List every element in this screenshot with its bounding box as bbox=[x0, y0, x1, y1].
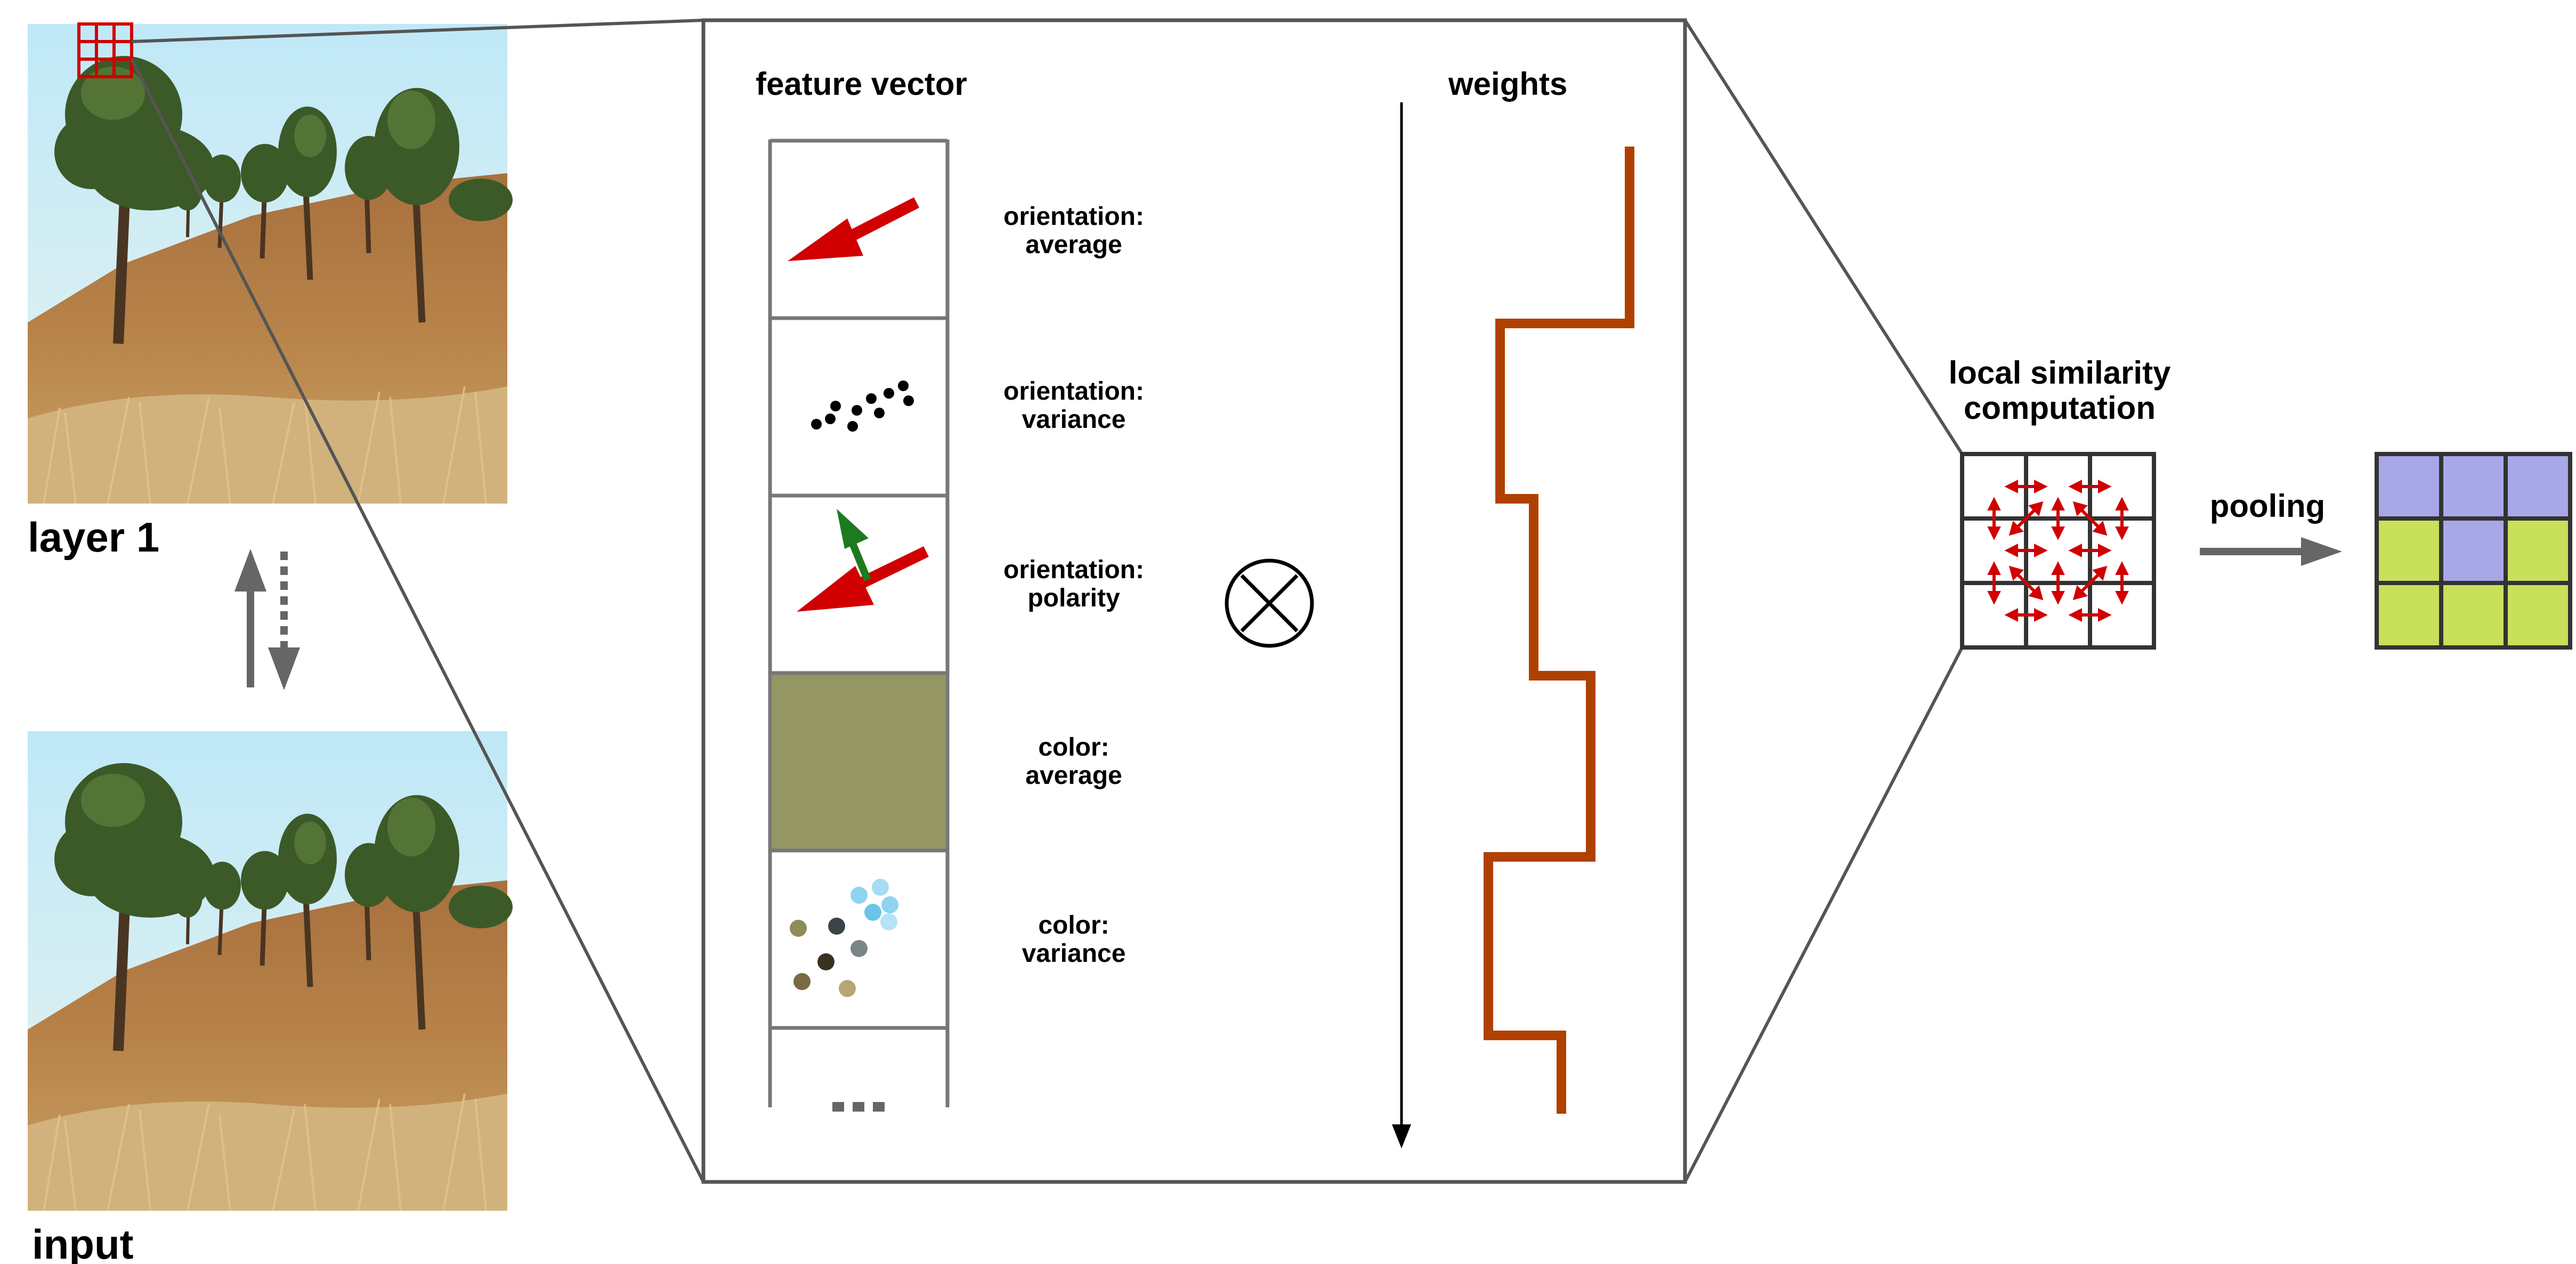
feature-label-4: color: average bbox=[1025, 733, 1122, 790]
svg-text:color:: color: bbox=[1038, 733, 1109, 761]
pooling-cell bbox=[2506, 583, 2570, 647]
feature-label-2: orientation: variance bbox=[1003, 377, 1144, 434]
feature-vector-title: feature vector bbox=[756, 66, 967, 102]
svg-text:average: average bbox=[1025, 231, 1122, 259]
pooling-cell bbox=[2506, 454, 2570, 518]
red-arrow-icon bbox=[788, 197, 920, 261]
weights-axis bbox=[1392, 102, 1411, 1148]
svg-text:orientation:: orientation: bbox=[1003, 202, 1144, 231]
feature-label-5: color: variance bbox=[1022, 911, 1126, 968]
svg-text:color:: color: bbox=[1038, 911, 1109, 939]
zoom-lines bbox=[130, 19, 705, 1183]
pooling-cell bbox=[2377, 583, 2441, 647]
similarity-arrows-icon bbox=[1987, 480, 2129, 622]
olive-swatch-icon bbox=[772, 675, 946, 849]
color-dots-icon bbox=[790, 879, 898, 997]
pooling-cell bbox=[2506, 518, 2570, 583]
zoom-lines-right bbox=[1683, 19, 1964, 1183]
svg-text:variance: variance bbox=[1022, 939, 1126, 968]
up-down-arrows-icon bbox=[234, 549, 300, 690]
layer1-image bbox=[28, 24, 513, 504]
pooling-cell bbox=[2377, 454, 2441, 518]
weights-step-line bbox=[1484, 147, 1634, 1114]
pooling-cell bbox=[2377, 518, 2441, 583]
input-image bbox=[28, 731, 513, 1211]
svg-text:orientation:: orientation: bbox=[1003, 556, 1144, 584]
similarity-grid bbox=[1960, 452, 2156, 650]
red-grid-icon bbox=[77, 22, 133, 78]
circled-times-icon bbox=[1225, 558, 1314, 648]
dots-icon bbox=[811, 380, 914, 432]
feature-label-1: orientation: average bbox=[1003, 202, 1144, 259]
input-label: input bbox=[32, 1221, 134, 1264]
pooling-grid bbox=[2375, 452, 2572, 650]
pooling-arrow-icon bbox=[2200, 537, 2342, 566]
pooling-cell bbox=[2441, 583, 2506, 647]
red-green-arrows-icon bbox=[797, 509, 929, 612]
pooling-cell bbox=[2441, 518, 2506, 583]
local-similarity-title-line1: local similarity bbox=[1949, 355, 2171, 391]
svg-text:variance: variance bbox=[1022, 406, 1126, 434]
feature-label-3: orientation: polarity bbox=[1003, 556, 1144, 612]
local-similarity-title-line2: computation bbox=[1964, 390, 2156, 426]
ellipsis-icon bbox=[832, 1102, 885, 1112]
svg-text:average: average bbox=[1025, 761, 1122, 790]
svg-text:orientation:: orientation: bbox=[1003, 377, 1144, 406]
svg-text:polarity: polarity bbox=[1027, 584, 1120, 612]
layer1-label: layer 1 bbox=[28, 514, 159, 561]
pooling-label: pooling bbox=[2210, 488, 2326, 524]
weights-title: weights bbox=[1448, 66, 1567, 102]
pooling-cell bbox=[2441, 454, 2506, 518]
